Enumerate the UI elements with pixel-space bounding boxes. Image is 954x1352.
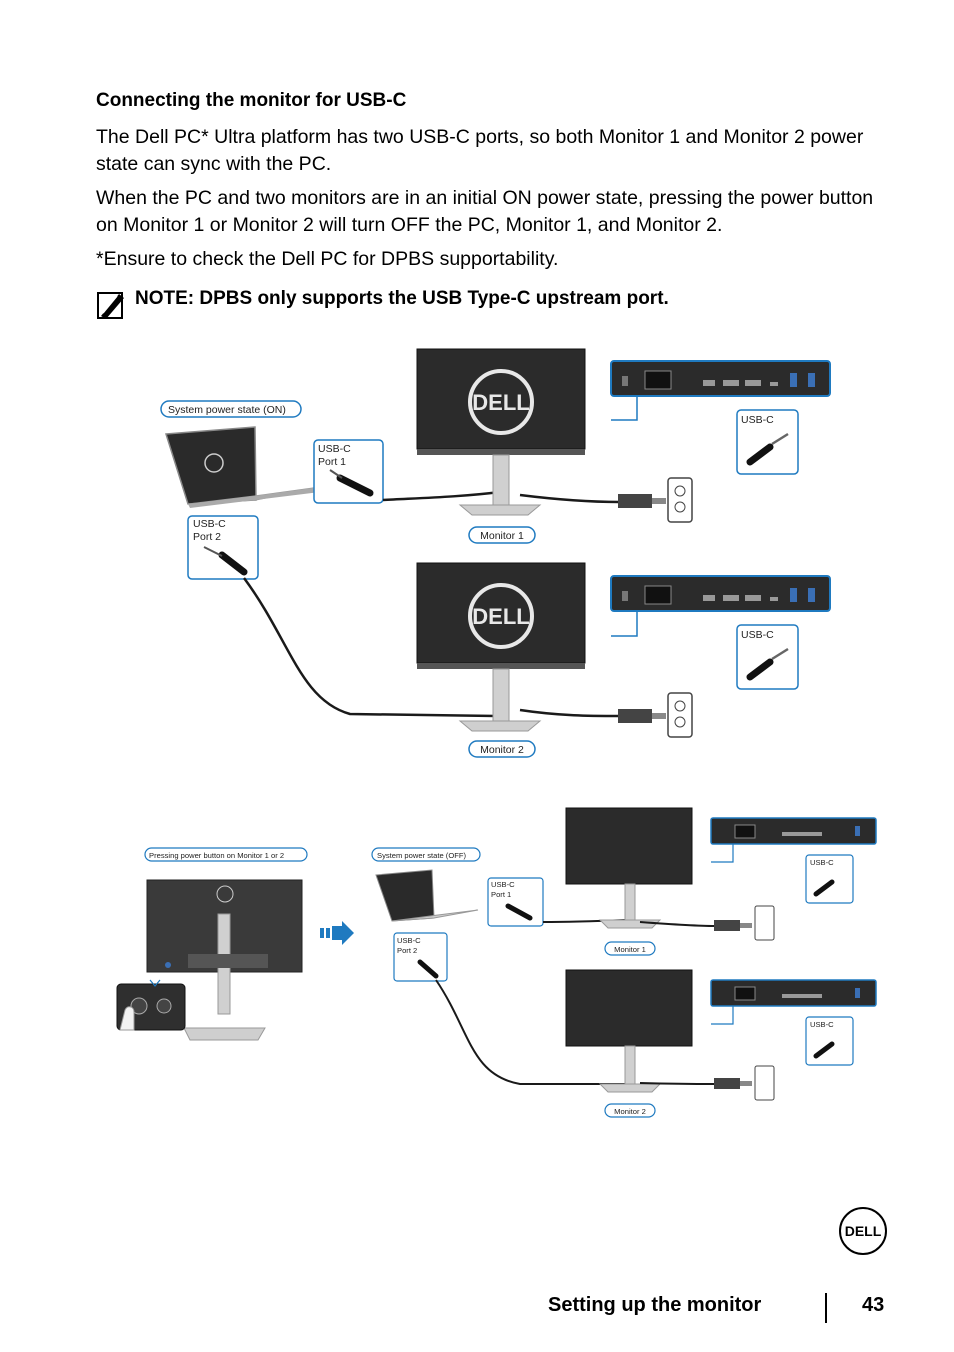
monitor1-label-small: Monitor 1 <box>604 941 656 956</box>
svg-text:Port 2: Port 2 <box>397 946 417 955</box>
paragraph-dual-ports: The Dell PC* Ultra platform has two USB-… <box>96 126 864 175</box>
monitor2-front: DELL <box>416 562 586 732</box>
svg-text:USB-C: USB-C <box>810 858 834 867</box>
svg-text:USB-C: USB-C <box>741 414 774 426</box>
monitor1-back-panel-small <box>710 817 877 845</box>
svg-text:System power state (ON): System power state (ON) <box>168 404 286 416</box>
paragraph-power-behavior: When the PC and two monitors are in an i… <box>96 187 874 236</box>
usbc-callout-small-2: USB-C <box>805 1016 854 1066</box>
svg-text:Monitor 2: Monitor 2 <box>480 744 524 756</box>
svg-text:USB-C: USB-C <box>810 1020 834 1029</box>
svg-text:USB-C: USB-C <box>318 443 351 455</box>
monitor1-back-panel <box>610 360 831 397</box>
laptop-icon <box>165 426 321 508</box>
svg-text:USB-C: USB-C <box>193 518 226 530</box>
footer-divider <box>825 1293 827 1323</box>
svg-text:USB-C: USB-C <box>491 880 515 889</box>
dell-logo-icon: DELL <box>839 1207 887 1255</box>
svg-text:DELL: DELL <box>472 390 529 415</box>
figure-power-on: System power state (ON) USB-C Port 1 USB… <box>160 348 831 758</box>
monitor1-front: DELL <box>416 348 586 516</box>
wall-outlet-1 <box>667 477 693 523</box>
system-state-badge: System power state (ON) <box>160 400 302 418</box>
monitor2-off <box>565 969 693 1093</box>
arrow-right-icon <box>320 921 354 945</box>
footer-section-title: Setting up the monitor <box>548 1294 762 1316</box>
monitor2-label-small: Monitor 2 <box>604 1103 656 1118</box>
section-heading: Connecting the monitor for USB-C <box>96 90 407 111</box>
port2-callout-small: USB-C Port 2 <box>393 932 448 982</box>
svg-text:Port 2: Port 2 <box>193 531 221 543</box>
svg-text:System power state (OFF): System power state (OFF) <box>377 851 467 860</box>
laptop-off-icon <box>375 869 479 922</box>
wall-outlet-2 <box>667 692 693 738</box>
port1-callout-small: USB-C Port 1 <box>487 877 544 927</box>
monitor2-back-panel-small <box>710 979 877 1007</box>
figure-power-off: Pressing power button on Monitor 1 or 2 … <box>116 807 877 1118</box>
usbc-callout-1: USB-C <box>736 409 799 475</box>
svg-text:USB-C: USB-C <box>397 936 421 945</box>
power-button-zoom[interactable] <box>116 979 186 1031</box>
port2-callout: USB-C Port 2 <box>187 515 259 580</box>
paragraph-supportability: *Ensure to check the Dell PC for DPBS su… <box>96 248 559 270</box>
usbc-callout-small-1: USB-C <box>805 854 854 904</box>
svg-text:Port 1: Port 1 <box>491 890 511 899</box>
port1-callout: USB-C Port 1 <box>313 439 384 504</box>
note-pencil-icon <box>97 292 124 319</box>
system-state-off-badge: System power state (OFF) <box>371 847 481 862</box>
monitor1-label: Monitor 1 <box>468 526 536 544</box>
svg-text:Monitor 1: Monitor 1 <box>614 945 646 954</box>
page-number: 43 <box>862 1294 885 1316</box>
svg-text:Pressing power button on Monit: Pressing power button on Monitor 1 or 2 <box>149 851 284 860</box>
pressing-badge: Pressing power button on Monitor 1 or 2 <box>144 847 308 862</box>
svg-text:DELL: DELL <box>845 1223 882 1239</box>
svg-text:Monitor 1: Monitor 1 <box>480 530 524 542</box>
monitor2-back-panel <box>610 575 831 612</box>
svg-text:Port 1: Port 1 <box>318 456 346 468</box>
svg-text:Monitor 2: Monitor 2 <box>614 1107 646 1116</box>
monitor1-off <box>565 807 693 929</box>
svg-text:DELL: DELL <box>472 604 529 629</box>
svg-text:USB-C: USB-C <box>741 629 774 641</box>
monitor2-label: Monitor 2 <box>468 740 536 758</box>
usbc-callout-2: USB-C <box>736 624 799 690</box>
note-text: NOTE: DPBS only supports the USB Type-C … <box>135 288 669 309</box>
monitor-back-view <box>146 879 303 1041</box>
